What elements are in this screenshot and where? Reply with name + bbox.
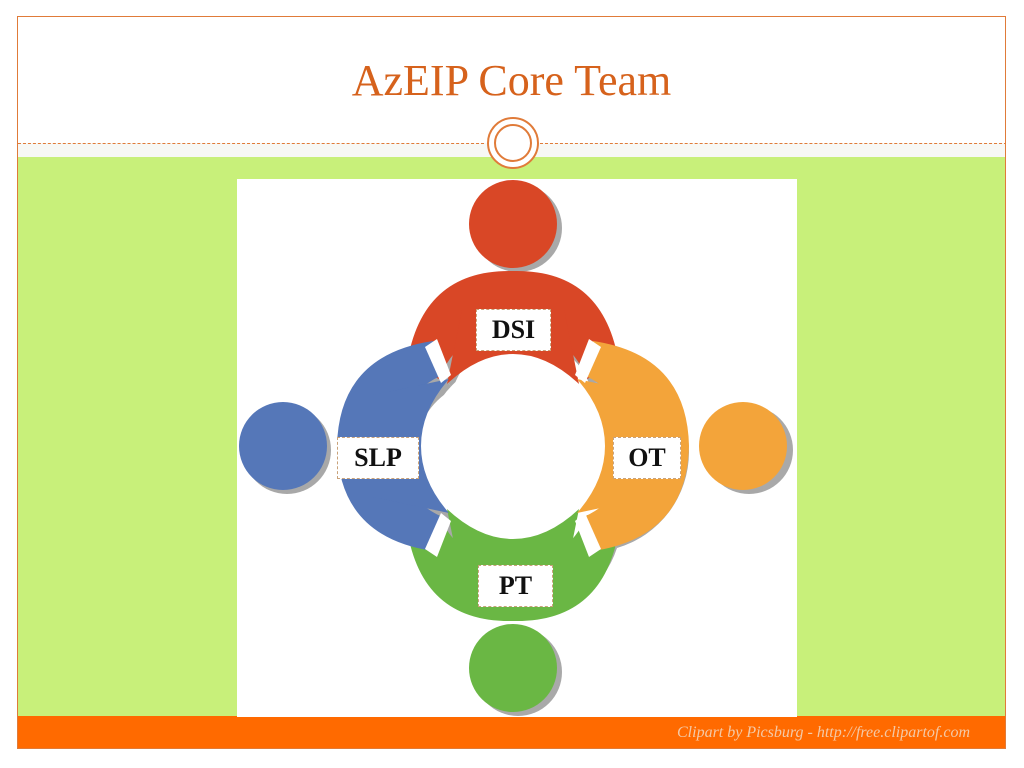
pt-body [447,509,579,583]
ring-ornament-icon [487,117,539,169]
dsi-head [469,180,557,268]
footer-bar [18,716,1005,748]
title-divider-right [540,143,1005,144]
ot-head [699,402,787,490]
clipart-credit: Clipart by Picsburg - http://free.clipar… [677,724,970,741]
figure-ot [577,341,787,551]
slp-head [239,402,327,490]
label-ot: OT [613,437,681,479]
title-divider-left [18,143,484,144]
hand-gaps [425,339,601,557]
team-diagram: DSI OT PT SLP [237,179,797,717]
team-circle-graphic [239,180,793,716]
label-slp: SLP [337,437,419,479]
center-circle [427,360,599,532]
pt-head [469,624,557,712]
slide-title: AzEIP Core Team [351,56,672,105]
label-dsi: DSI [476,309,551,351]
label-pt: PT [478,565,553,607]
